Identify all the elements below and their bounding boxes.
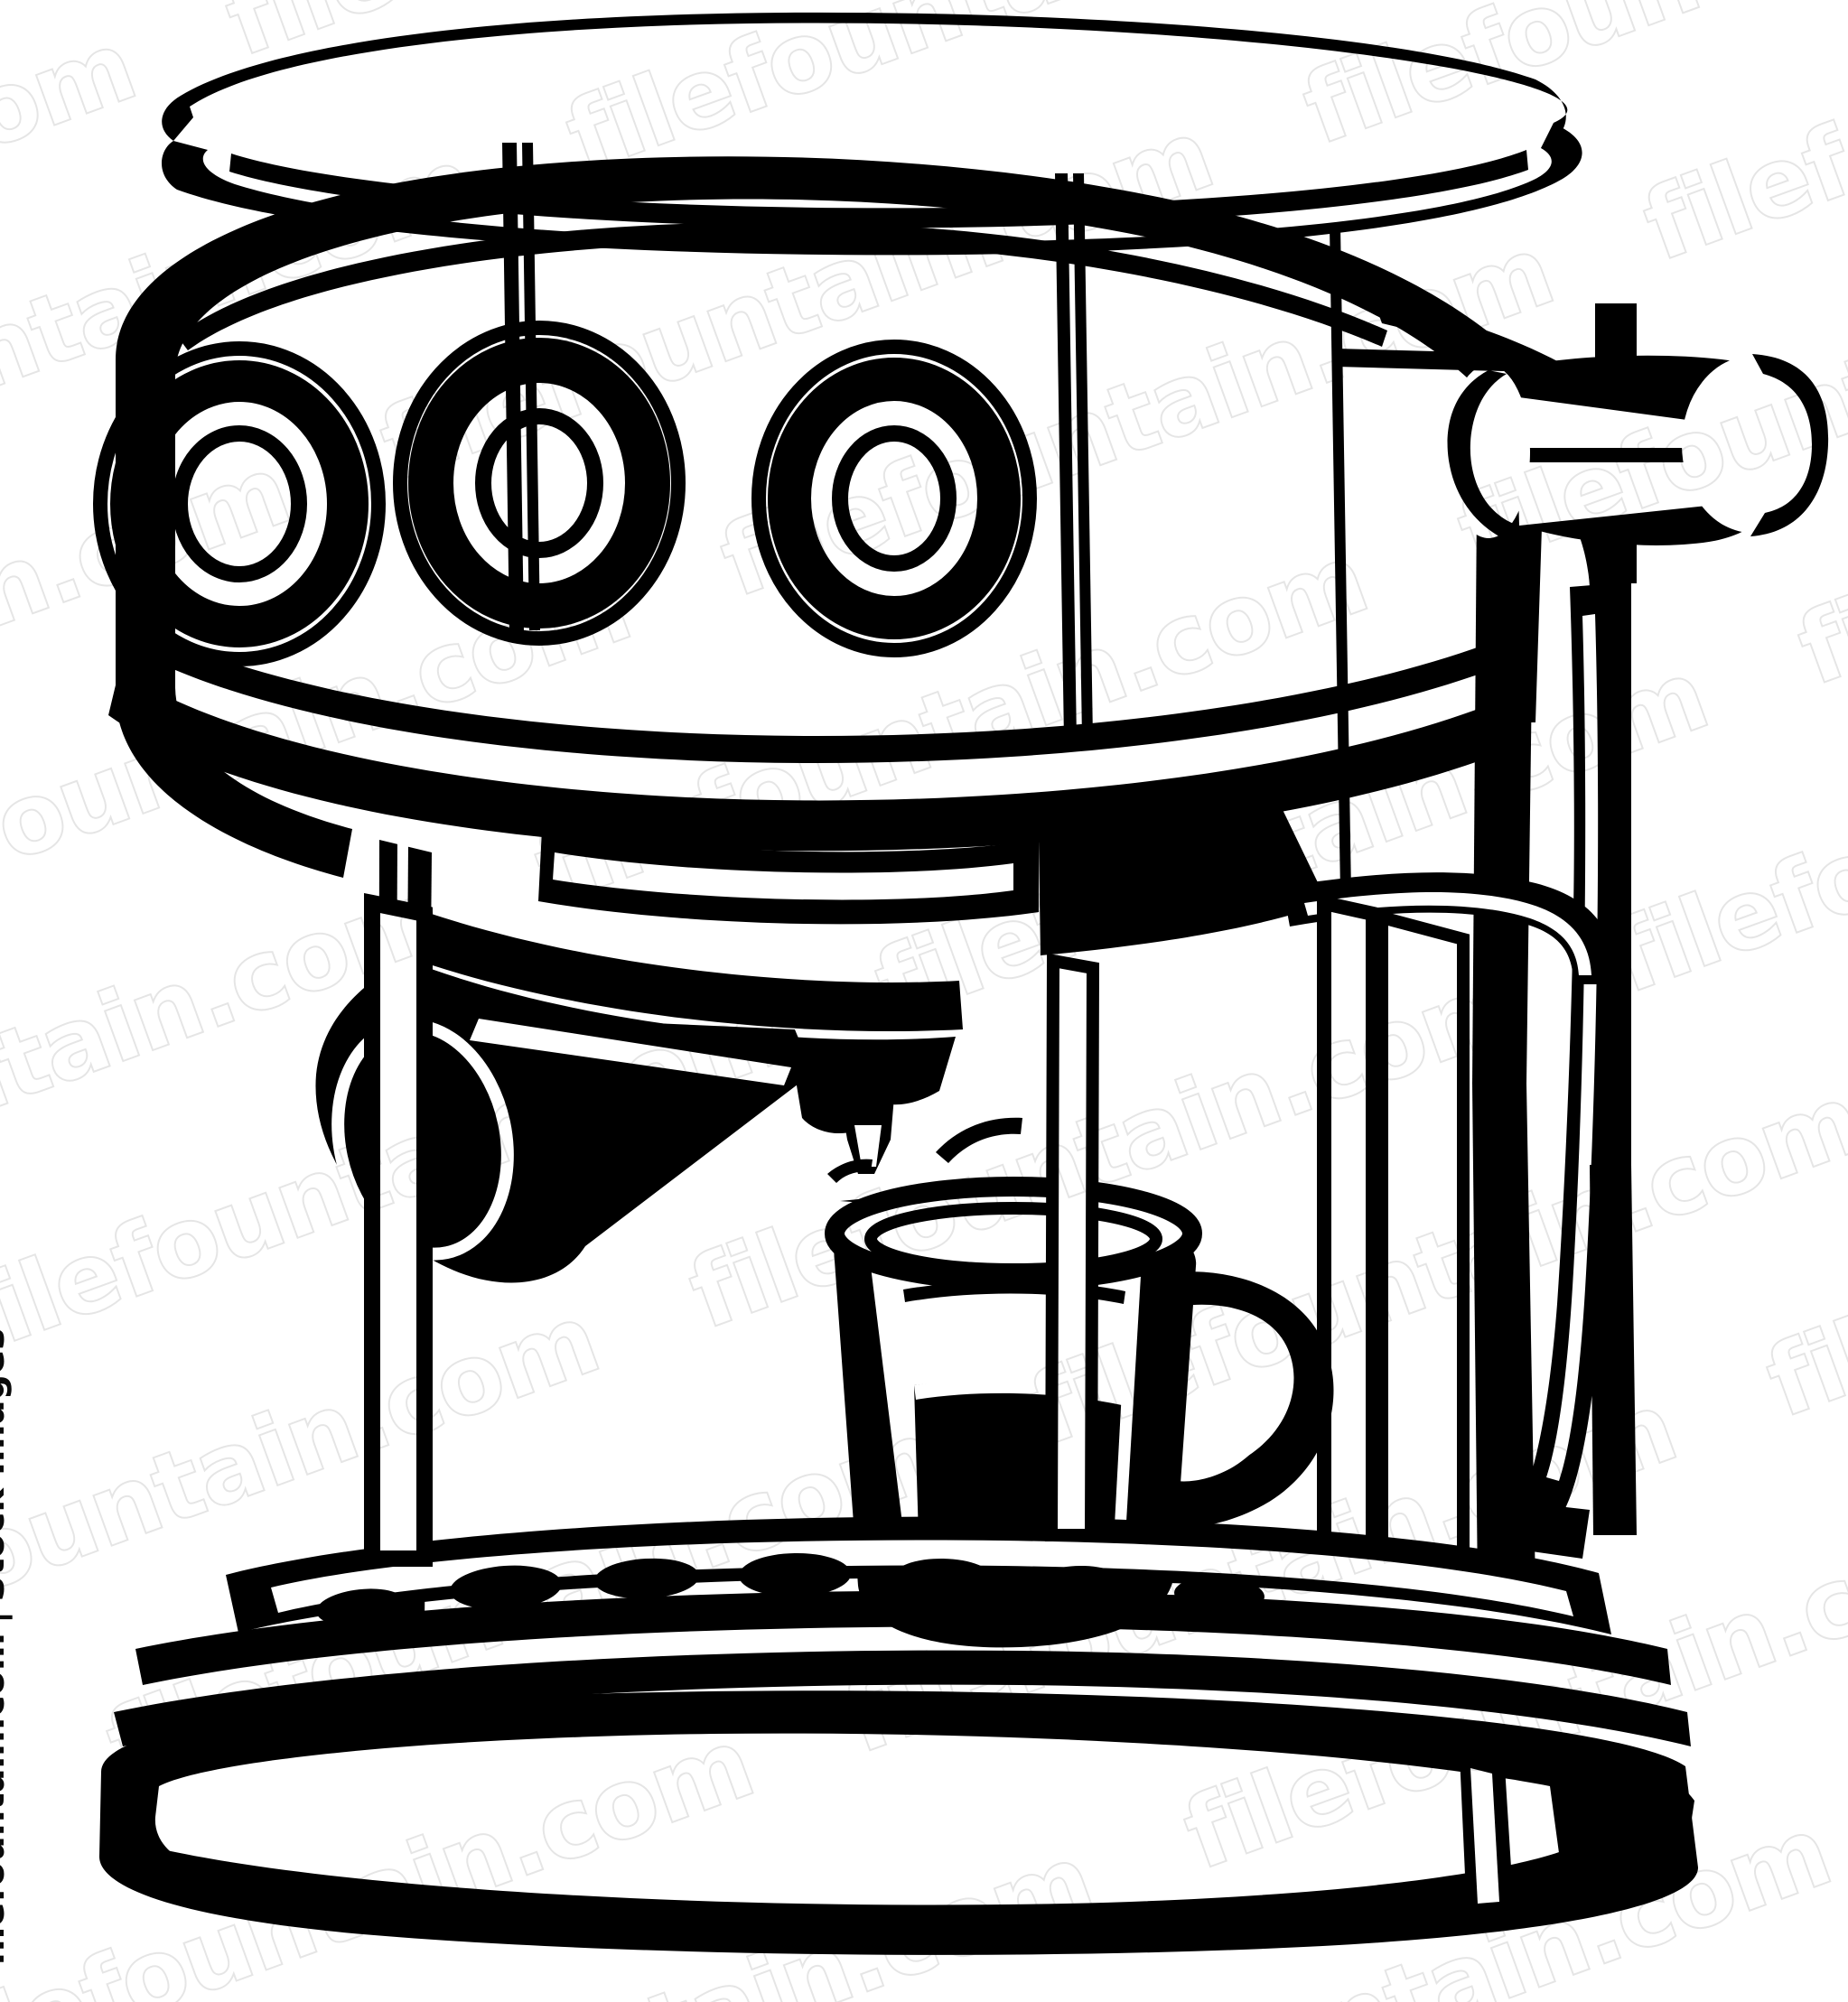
steam-wisps (827, 1117, 1022, 1183)
credit-site: filefountain.com (0, 1633, 13, 1966)
drip-tray (114, 1516, 1691, 1746)
control-knob-1[interactable] (93, 341, 386, 666)
stock-credit-label: filefountain.com|Stock Images (0, 1328, 13, 1966)
control-knob-2[interactable] (393, 321, 686, 646)
body-supports (364, 892, 1100, 1567)
base (99, 1690, 1698, 1955)
credit-separator: | (0, 1602, 13, 1634)
artwork-ink (93, 12, 1829, 1955)
control-knob-3[interactable] (751, 340, 1037, 657)
steam-knob[interactable] (1337, 303, 1829, 583)
credit-label: Stock Images (0, 1327, 13, 1602)
portafilter[interactable] (315, 910, 963, 1283)
